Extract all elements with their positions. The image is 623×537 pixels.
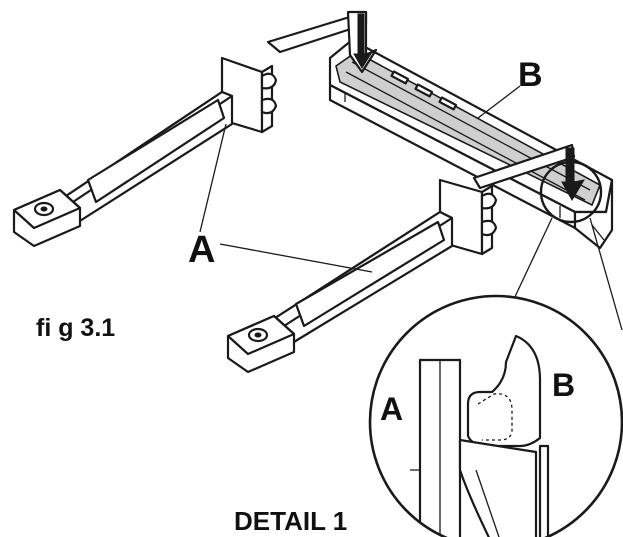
figure-label: fi g 3.1 <box>36 314 115 342</box>
label-a: A <box>188 229 215 271</box>
detail-1-view <box>368 294 623 537</box>
detail-label-a: A <box>380 391 403 427</box>
bracket-a-upper <box>12 56 278 248</box>
detail-caption: DETAIL 1 <box>234 506 347 536</box>
bracket-a-lower <box>226 178 498 374</box>
rail-b <box>328 38 614 250</box>
detail-label-b: B <box>552 367 575 403</box>
detail-marker-circle <box>539 160 603 224</box>
label-b: B <box>518 56 543 94</box>
leader-lines <box>199 85 521 273</box>
down-arrow-icon <box>266 10 378 74</box>
